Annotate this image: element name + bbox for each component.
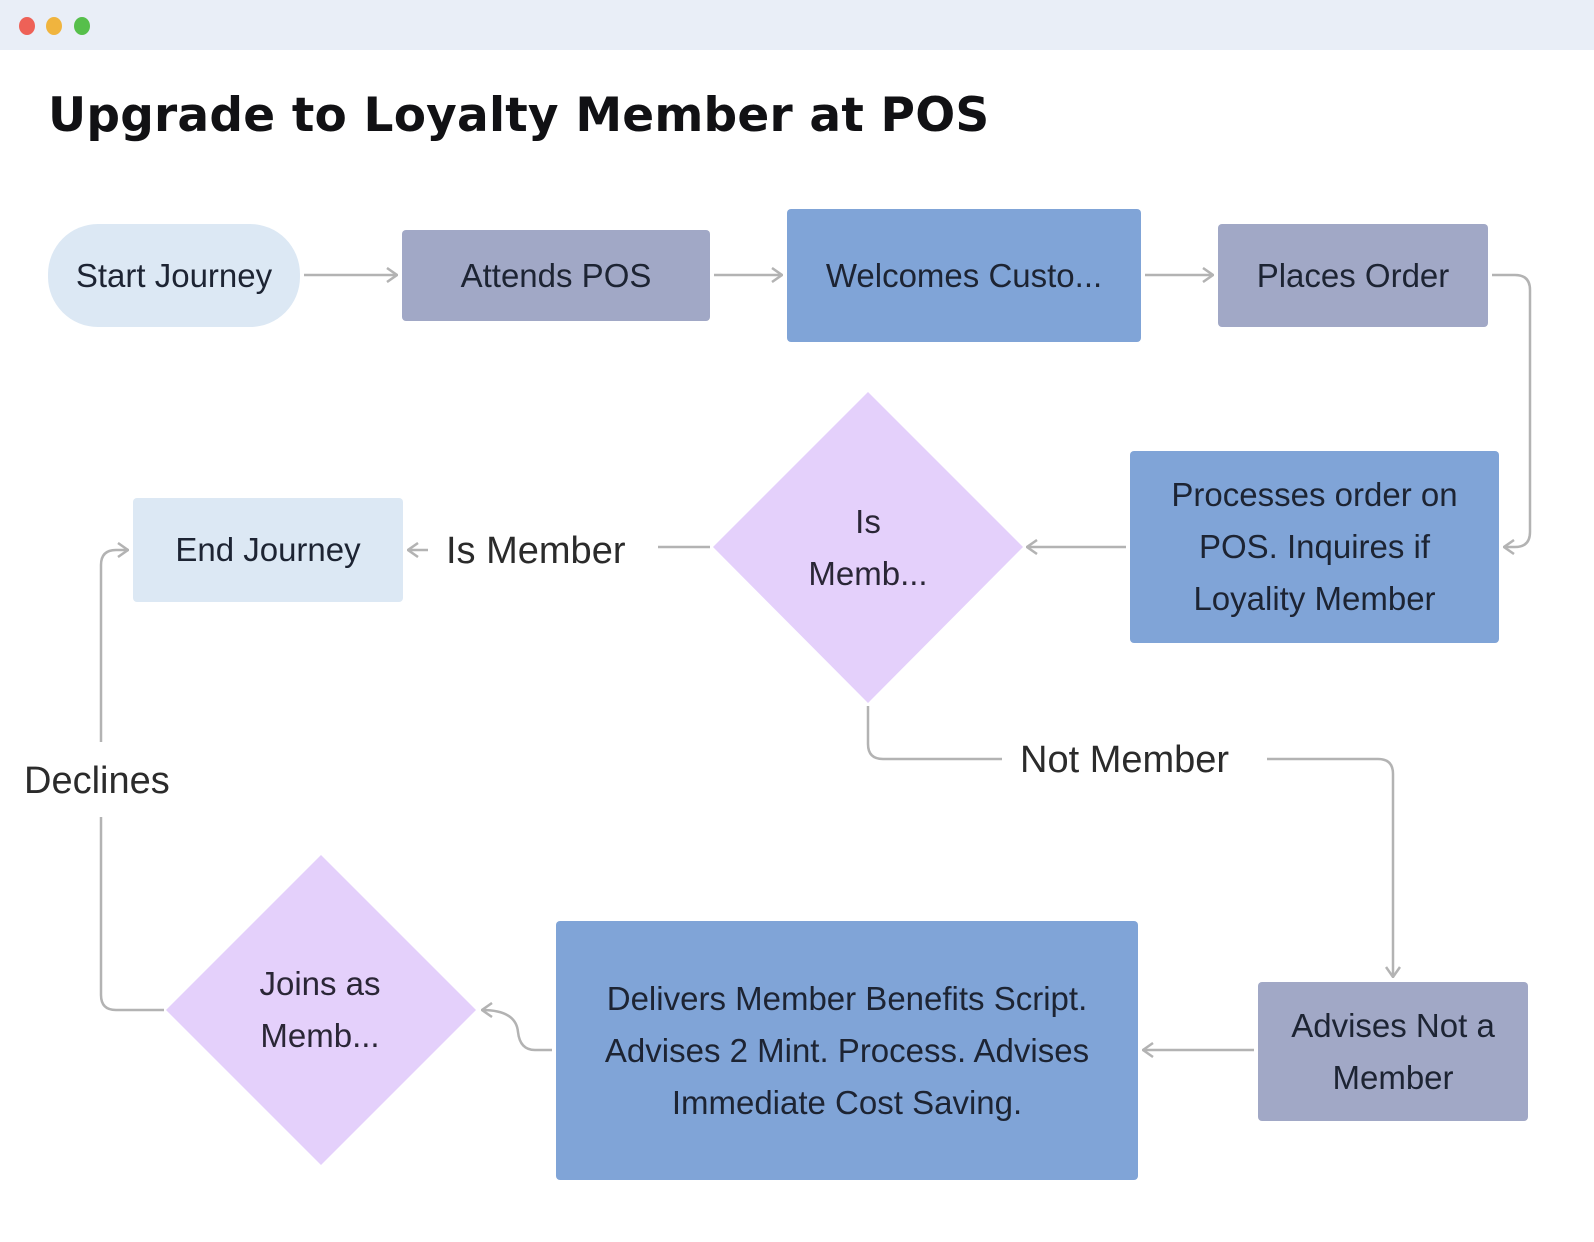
node-places-order[interactable]: Places Order bbox=[1218, 224, 1488, 327]
node-label: End Journey bbox=[175, 531, 361, 568]
window-titlebar bbox=[0, 0, 1594, 50]
edge-delivers-to-joins[interactable] bbox=[482, 1010, 552, 1052]
close-window-icon[interactable] bbox=[19, 17, 35, 35]
node-start-journey[interactable]: Start Journey bbox=[48, 224, 300, 327]
edge-ismember-to-advises[interactable] bbox=[866, 706, 1393, 977]
node-label: Start Journey bbox=[75, 256, 273, 294]
edge-label-is-member: Is Member bbox=[438, 529, 634, 573]
decision-label-line: Is bbox=[855, 503, 881, 540]
edge-joins-to-end[interactable] bbox=[99, 550, 164, 1012]
node-label: Processes order on POS. Inquires if Loya… bbox=[1171, 476, 1458, 617]
node-delivers-benefits-script[interactable]: Delivers Member Benefits Script. Advises… bbox=[556, 921, 1138, 1180]
node-attends-pos[interactable]: Attends POS bbox=[402, 230, 710, 321]
node-label: Welcomes Custo... bbox=[825, 256, 1103, 294]
node-label: Places Order bbox=[1256, 256, 1450, 294]
decision-joins-label: Joins as Memb... bbox=[220, 932, 420, 1088]
decision-is-member-label: Is Memb... bbox=[768, 470, 968, 626]
edge-ismember-to-end[interactable] bbox=[408, 547, 710, 550]
decision-is-member-shape[interactable] bbox=[713, 392, 1023, 703]
edge-label-not-member: Not Member bbox=[1012, 738, 1238, 782]
node-end-journey[interactable]: End Journey bbox=[133, 498, 403, 602]
decision-label-line: Joins as bbox=[259, 965, 381, 1002]
node-processes-order[interactable]: Processes order on POS. Inquires if Loya… bbox=[1130, 451, 1499, 643]
page-title: Upgrade to Loyalty Member at POS bbox=[48, 88, 990, 143]
edge-label-declines: Declines bbox=[16, 759, 178, 803]
edge-places-to-processes[interactable] bbox=[1492, 273, 1532, 547]
decision-label-line: Memb... bbox=[808, 555, 928, 592]
decision-label-line: Memb... bbox=[260, 1017, 380, 1054]
minimize-window-icon[interactable] bbox=[46, 17, 62, 35]
node-label: Attends POS bbox=[460, 256, 652, 294]
node-label: Delivers Member Benefits Script. Advises… bbox=[604, 979, 1090, 1121]
node-label: Advises Not a Member bbox=[1291, 1006, 1495, 1096]
decision-joins-shape[interactable] bbox=[166, 855, 476, 1165]
node-advises-not-member[interactable]: Advises Not a Member bbox=[1258, 982, 1528, 1121]
node-welcomes-customer[interactable]: Welcomes Custo... bbox=[787, 209, 1141, 342]
maximize-window-icon[interactable] bbox=[74, 17, 90, 35]
